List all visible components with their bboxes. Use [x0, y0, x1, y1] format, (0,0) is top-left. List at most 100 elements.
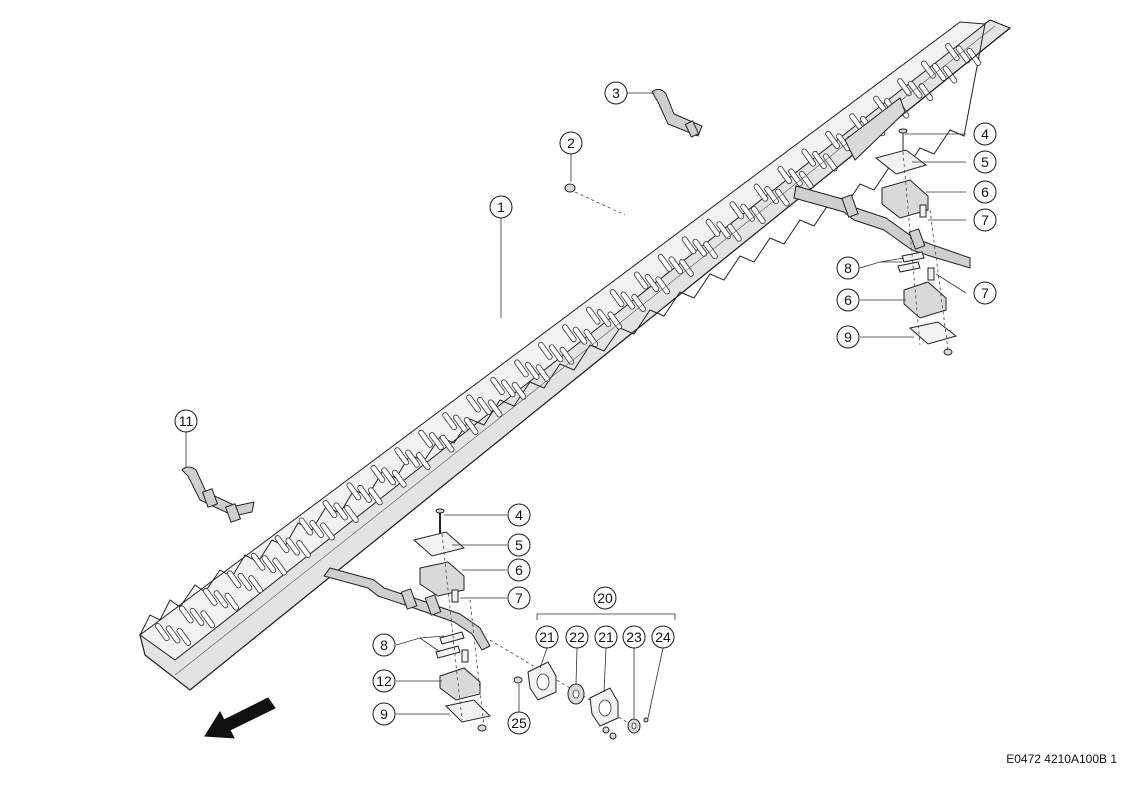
sieve-slot [716, 221, 731, 240]
svg-text:6: 6 [981, 184, 989, 200]
sieve-slot [155, 623, 170, 642]
sieve-slot [514, 359, 529, 378]
sieve-slot [333, 502, 348, 521]
sieve-slot [620, 291, 636, 310]
svg-text:23: 23 [626, 629, 642, 645]
sieve-slot [442, 412, 457, 431]
callout-1: 1 [489, 195, 513, 219]
sieve-slot [729, 201, 745, 220]
sieve-slot [801, 148, 817, 167]
sieve-slot [189, 607, 205, 626]
sieve-slot [703, 241, 718, 260]
callout-6-upper: 6 [973, 180, 997, 204]
bearing-group-20 [513, 613, 676, 740]
sieve-slot [562, 324, 577, 343]
svg-text:8: 8 [380, 637, 388, 653]
sieve-slot [655, 276, 670, 295]
sieve-slot [226, 570, 242, 589]
sieve-slot [200, 610, 216, 629]
sieve-slot [548, 344, 564, 363]
sieve-slot [237, 572, 253, 591]
sieve-slot [357, 484, 372, 503]
sieve-slot [609, 289, 625, 308]
svg-text:11: 11 [179, 413, 194, 429]
sieve-slot [298, 517, 314, 536]
callout-7-mid: 7 [973, 281, 997, 305]
leader-lines [185, 92, 967, 719]
sieve-slot [777, 166, 793, 185]
sieve-slot [453, 414, 468, 433]
callout-21-right: 21 [594, 625, 618, 649]
sieve-slot [607, 311, 623, 330]
svg-text:6: 6 [515, 562, 523, 578]
sieve-slot [788, 168, 803, 187]
callout-24: 24 [651, 625, 675, 649]
sieve-slot [775, 188, 790, 207]
callout-25: 25 [507, 711, 531, 735]
sieve-slot [381, 467, 396, 486]
sieve-slot [753, 183, 769, 202]
svg-text:6: 6 [844, 292, 852, 308]
sieve-slot [202, 587, 218, 606]
sieve-slot [825, 130, 840, 149]
callout-8-upper: 8 [836, 256, 860, 280]
sieve-slot [463, 417, 479, 435]
sieve-slot [176, 627, 192, 646]
svg-text:2: 2 [567, 135, 575, 151]
sieve-slot [596, 309, 612, 328]
svg-text:4: 4 [981, 126, 989, 142]
sieve-slot [490, 376, 505, 395]
sieve-slot [392, 469, 407, 488]
callout-7-upper: 7 [973, 208, 997, 232]
svg-text:5: 5 [515, 537, 523, 553]
sieve-slot [178, 605, 194, 624]
drawing-code: E0472 4210A100B 1 [1006, 752, 1117, 766]
callout-4-upper: 4 [973, 122, 997, 146]
arrow-down-left-icon [204, 697, 276, 739]
sieve-slot [405, 449, 420, 468]
sieve-slot [538, 341, 553, 360]
sieve-slot [511, 381, 527, 400]
sieve-trough-assembly [139, 19, 1012, 691]
sieve-slot [248, 575, 263, 594]
svg-text:21: 21 [539, 629, 555, 645]
callout-22: 22 [565, 625, 589, 649]
svg-text:7: 7 [981, 212, 989, 228]
sieve-slot [285, 537, 301, 556]
sieve-slot [418, 429, 433, 448]
svg-text:8: 8 [844, 260, 852, 276]
svg-text:7: 7 [981, 285, 989, 301]
sieve-slot [705, 218, 721, 237]
callout-20: 20 [593, 586, 617, 610]
sieve-slot [764, 186, 779, 205]
callout-3: 3 [604, 81, 628, 105]
callout-6-lower: 6 [507, 558, 531, 582]
svg-text:21: 21 [598, 629, 614, 645]
callout-5-upper: 5 [973, 150, 997, 174]
sieve-slot [274, 535, 290, 554]
callout-2: 2 [559, 131, 583, 155]
callout-12: 12 [372, 669, 396, 693]
callout-11: 11 [174, 409, 198, 433]
sieve-slot [657, 253, 673, 272]
sieve-slot [945, 43, 960, 62]
sieve-slot [439, 434, 455, 453]
svg-text:25: 25 [511, 715, 527, 731]
sieve-slot [681, 236, 697, 255]
sieve-slot [572, 326, 588, 345]
svg-text:7: 7 [515, 590, 523, 606]
sieve-slot [346, 482, 362, 501]
callout-21-left: 21 [535, 625, 559, 649]
sieve-slot [668, 256, 684, 275]
callout-8-lower: 8 [372, 633, 396, 657]
sieve-slot [679, 258, 694, 277]
svg-text:4: 4 [515, 507, 523, 523]
callout-23: 23 [622, 625, 646, 649]
sieve-slot [320, 522, 335, 541]
svg-text:22: 22 [569, 629, 585, 645]
sieve-slot [921, 60, 936, 79]
sieve-slot [585, 306, 601, 325]
lower-shaft-assembly [323, 508, 641, 732]
sieve-slot [272, 557, 287, 576]
